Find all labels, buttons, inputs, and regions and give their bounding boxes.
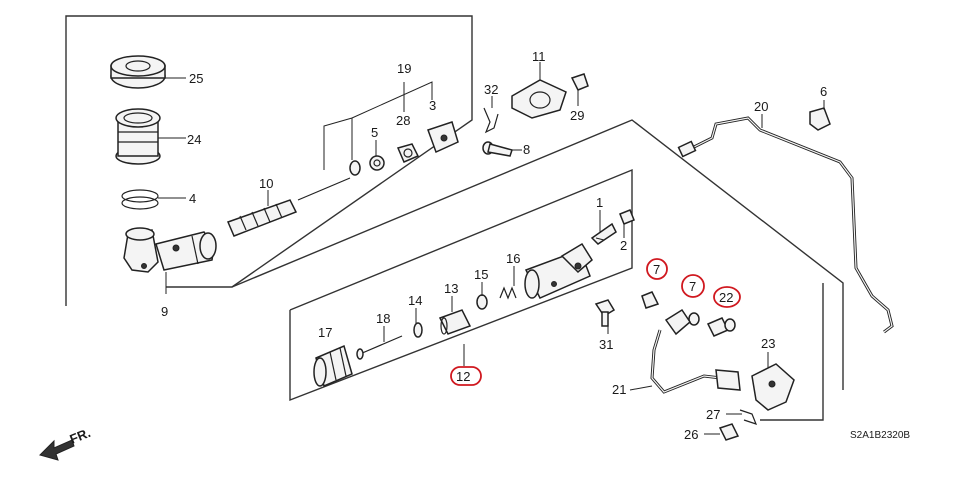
mounting-gasket (511, 79, 567, 119)
sealing-washer-b (688, 312, 700, 326)
diagram-code: S2A1B2320B (850, 430, 910, 441)
label-part-25: 25 (189, 71, 203, 86)
label-part-4: 4 (189, 191, 196, 206)
mount-nut (570, 73, 589, 91)
label-part-13: 13 (444, 281, 458, 296)
label-part-9: 9 (161, 304, 168, 319)
slave-cylinder-body (524, 242, 593, 299)
label-part-10: 10 (259, 176, 273, 191)
label-part-19: 19 (397, 61, 411, 76)
clutch-line-frame (231, 119, 844, 390)
bracket-hole (768, 380, 776, 388)
label-part-29: 29 (570, 108, 584, 123)
label-part-5: 5 (371, 125, 378, 140)
front-marker-label: FR. (68, 425, 93, 447)
bleeder-cap (619, 209, 635, 225)
clevis-pin (482, 141, 513, 157)
bracket-nut (718, 423, 740, 441)
hose-clamp (121, 189, 159, 210)
label-part-28: 28 (396, 113, 410, 128)
label-part-18: 18 (376, 311, 390, 326)
bleeder-screw (590, 222, 617, 245)
label-part-8: 8 (523, 142, 530, 157)
rod-nut (369, 155, 385, 171)
spring-clip (483, 107, 499, 134)
label-part-14: 14 (408, 293, 422, 308)
slave-cylinder-frame (289, 168, 633, 402)
reservoir (115, 108, 161, 165)
adjust-nut (396, 143, 420, 163)
slave-boot (313, 344, 353, 388)
label-part-2: 2 (620, 238, 627, 253)
label-part-3: 3 (429, 98, 436, 113)
label-part-17: 17 (318, 325, 332, 340)
label-part-16: 16 (506, 251, 520, 266)
highlight-ring-22 (713, 286, 741, 308)
master-cylinder-frame (65, 15, 473, 306)
label-part-21: 21 (612, 382, 626, 397)
label-part-22: 22 (719, 290, 733, 305)
label-part-6: 6 (820, 84, 827, 99)
clevis (427, 121, 459, 154)
reservoir-cap (110, 55, 166, 89)
hose-clip (739, 409, 758, 425)
hose-frame (760, 283, 824, 421)
highlight-ring-12 (450, 366, 482, 386)
label-part-7b: 7 (689, 279, 696, 294)
label-part-1: 1 (596, 195, 603, 210)
master-cylinder-body (123, 227, 217, 273)
piston-seal (413, 322, 423, 338)
highlight-ring-7b (681, 274, 705, 298)
slave-bolt (594, 299, 616, 327)
label-part-15: 15 (474, 267, 488, 282)
highlight-ring-7a (646, 258, 668, 280)
leader-lines (158, 62, 825, 435)
label-part-7a: 7 (653, 262, 660, 277)
label-part-27: 27 (706, 407, 720, 422)
label-part-11: 11 (532, 49, 546, 64)
label-part-20: 20 (754, 99, 768, 114)
label-part-31: 31 (599, 337, 613, 352)
return-spring (499, 286, 517, 300)
label-part-23: 23 (761, 336, 775, 351)
rod-washer (349, 160, 361, 176)
clutch-pipe (677, 116, 894, 334)
label-part-12: 12 (456, 369, 470, 384)
slave-pushrod (356, 335, 403, 360)
sealing-washer-a (641, 291, 660, 309)
label-part-26: 26 (684, 427, 698, 442)
front-direction-arrow: FR. (39, 425, 93, 461)
banjo-bolt (706, 317, 736, 337)
clutch-hose (650, 308, 741, 394)
piston (438, 309, 472, 335)
spring-seat (476, 294, 488, 310)
label-part-32: 32 (484, 82, 498, 97)
pushrod-assembly (226, 177, 351, 237)
pipe-clamp (809, 107, 831, 131)
label-part-24: 24 (187, 132, 201, 147)
